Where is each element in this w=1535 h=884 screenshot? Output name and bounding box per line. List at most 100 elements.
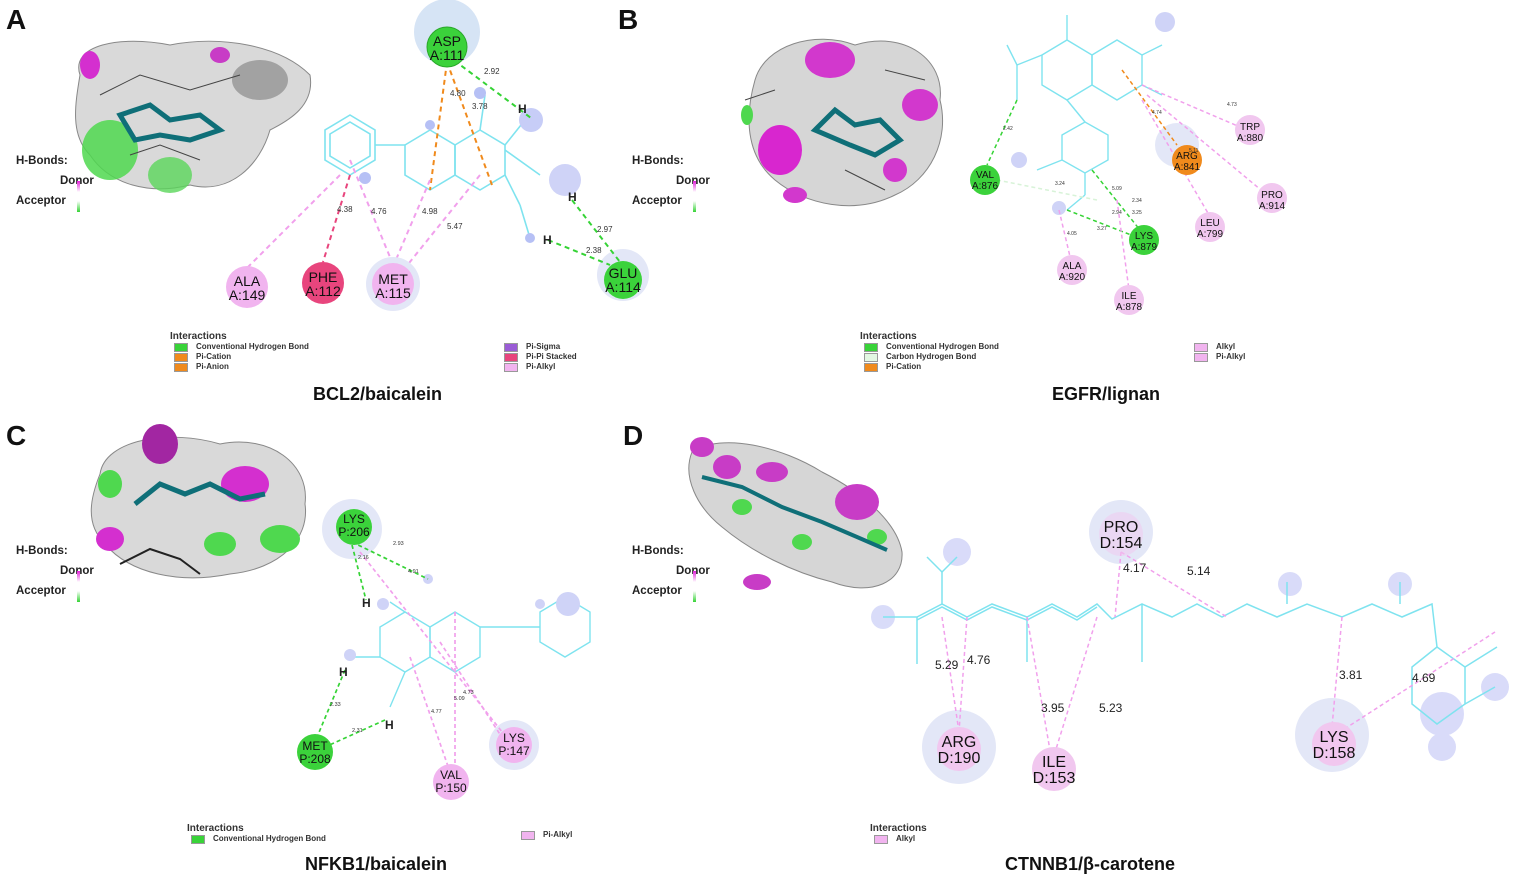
svg-text:A:876: A:876 — [972, 181, 999, 192]
svg-text:PRO: PRO — [1261, 190, 1283, 201]
svg-text:D:153: D:153 — [1033, 770, 1076, 787]
svg-text:3.25: 3.25 — [1132, 210, 1142, 216]
distance-labels: 2.42 4.74 4.73 5.11 3.24 5.09 2.34 2.94 … — [1003, 102, 1237, 237]
protein-surface — [75, 40, 312, 193]
panel-a: A H-Bonds: Donor Acceptor — [0, 0, 767, 442]
svg-text:2.93: 2.93 — [393, 541, 404, 547]
svg-text:LYS: LYS — [1135, 231, 1153, 242]
svg-text:4.38: 4.38 — [337, 205, 353, 214]
interactions-legend: Interactions Alkyl — [870, 823, 927, 844]
svg-text:5.11: 5.11 — [1189, 148, 1199, 154]
residue-lys-879: LYS A:879 — [1129, 225, 1159, 255]
panel-b: B H-Bonds: Donor Acceptor — [618, 0, 1534, 442]
svg-text:ILE: ILE — [1042, 754, 1066, 771]
interaction-diagram: PRO D:154 ARG D:190 ILE D:153 LYS D:158 … — [871, 500, 1509, 791]
residue-ile-153: ILE D:153 — [1032, 747, 1076, 791]
acceptor-bar — [77, 591, 80, 602]
acceptor-bar — [693, 591, 696, 602]
svg-text:MET: MET — [302, 739, 328, 753]
svg-text:LYS: LYS — [503, 731, 525, 745]
panel-caption: BCL2/baicalein — [313, 384, 443, 404]
panel-letter: A — [6, 4, 27, 35]
panel-letter: B — [618, 4, 639, 35]
svg-text:H: H — [518, 102, 527, 116]
svg-text:P:150: P:150 — [435, 781, 467, 795]
svg-text:2.97: 2.97 — [597, 225, 613, 234]
protein-surface — [688, 437, 903, 590]
residue-asp-111: ASP A:111 — [426, 26, 468, 68]
svg-text:4.98: 4.98 — [422, 207, 438, 216]
panel-caption: NFKB1/baicalein — [305, 854, 448, 874]
svg-text:GLU: GLU — [609, 265, 638, 281]
svg-text:ALA: ALA — [1063, 261, 1082, 272]
svg-text:2.94: 2.94 — [1112, 210, 1122, 216]
residue-lys-206: LYS P:206 — [336, 509, 372, 545]
distance-labels: 2.93 2.16 4.91 2.33 2.31 4.77 5.09 4.73 — [330, 541, 474, 734]
svg-text:A:879: A:879 — [1131, 242, 1158, 253]
svg-text:LYS: LYS — [343, 512, 365, 526]
residue-ala-920: ALA A:920 — [1057, 255, 1087, 285]
residue-met-208: MET P:208 — [297, 734, 333, 770]
svg-text:3.27: 3.27 — [1097, 226, 1107, 232]
svg-text:VAL: VAL — [440, 768, 462, 782]
svg-text:4.76: 4.76 — [371, 207, 387, 216]
acceptor-bar — [77, 201, 80, 212]
residue-ile-878: ILE A:878 — [1114, 285, 1144, 315]
residue-leu-799: LEU A:799 — [1195, 212, 1225, 242]
panel-caption: CTNNB1/β-carotene — [1005, 854, 1176, 874]
svg-text:3.81: 3.81 — [1339, 668, 1363, 682]
residue-val-150: VAL P:150 — [433, 764, 469, 800]
interaction-diagram: VAL A:876 ARG A:841 TRP A:880 PRO A:914 … — [970, 12, 1287, 315]
svg-text:A:115: A:115 — [375, 285, 411, 301]
svg-text:5.29: 5.29 — [935, 658, 959, 672]
residue-pro-914: PRO A:914 — [1257, 183, 1287, 213]
residue-met-115: MET A:115 — [366, 257, 420, 311]
svg-text:2.16: 2.16 — [358, 555, 369, 561]
acceptor-bar — [693, 201, 696, 212]
interaction-diagram: ASP A:111 ALA A:149 PHE A:112 MET A:115 … — [226, 0, 649, 311]
residue-arg-190: ARG D:190 — [937, 727, 981, 771]
svg-text:H: H — [385, 718, 394, 732]
residue-lys-147: LYS P:147 — [496, 727, 532, 763]
svg-text:H: H — [339, 665, 348, 679]
svg-text:A:799: A:799 — [1197, 229, 1224, 240]
svg-text:3.95: 3.95 — [1041, 701, 1065, 715]
svg-text:2.33: 2.33 — [330, 702, 341, 708]
residue-name: ASP — [433, 33, 461, 49]
svg-text:PHE: PHE — [309, 269, 338, 285]
interactions-title: Interactions — [170, 331, 227, 342]
hbond-legend: H-Bonds: Donor Acceptor — [632, 545, 710, 597]
donor-label: Donor — [60, 175, 112, 195]
svg-text:D:190: D:190 — [938, 750, 981, 767]
svg-text:D:154: D:154 — [1100, 535, 1143, 552]
svg-text:5.09: 5.09 — [454, 696, 465, 702]
svg-text:ARG: ARG — [942, 734, 977, 751]
svg-text:A:920: A:920 — [1059, 272, 1086, 283]
svg-text:2.31: 2.31 — [352, 728, 363, 734]
svg-text:A:880: A:880 — [1237, 133, 1264, 144]
residue-pro-154: PRO D:154 — [1099, 512, 1143, 556]
residue-phe-112: PHE A:112 — [302, 262, 344, 304]
svg-text:2.34: 2.34 — [1132, 198, 1142, 204]
svg-text:4.17: 4.17 — [1123, 561, 1147, 575]
protein-surface — [741, 38, 944, 207]
svg-text:A:112: A:112 — [305, 283, 341, 299]
svg-text:LYS: LYS — [1319, 729, 1348, 746]
hydrogen-labels: H H H — [339, 596, 394, 732]
panel-letter: C — [6, 420, 27, 451]
svg-text:H: H — [543, 233, 552, 247]
svg-text:A:149: A:149 — [229, 287, 266, 303]
donor-bar — [693, 571, 696, 582]
donor-bar — [77, 571, 80, 582]
residue-ala-149: ALA A:149 — [226, 266, 268, 308]
svg-text:4.69: 4.69 — [1412, 671, 1436, 685]
svg-text:3.78: 3.78 — [472, 102, 488, 111]
hydrogen-labels: H H H — [518, 102, 577, 247]
residue-trp-880: TRP A:880 — [1235, 115, 1265, 145]
hbond-legend: H-Bonds: Donor Acceptor — [16, 545, 94, 597]
svg-text:LEU: LEU — [1200, 218, 1219, 229]
svg-text:D:158: D:158 — [1313, 745, 1356, 762]
panel-c: C H-Bonds: Donor Acceptor — [0, 420, 767, 884]
svg-text:4.77: 4.77 — [431, 709, 442, 715]
distance-labels: 2.92 4.80 3.78 4.38 4.76 4.98 5.47 2.97 … — [337, 67, 613, 255]
